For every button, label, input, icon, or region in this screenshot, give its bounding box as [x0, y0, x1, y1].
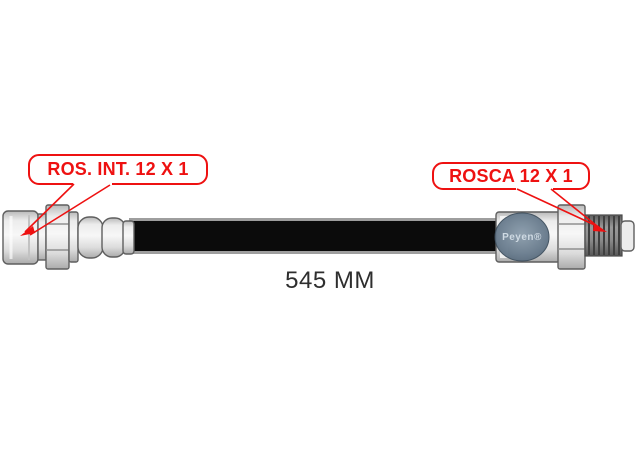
- left-callout-text: ROS. INT. 12 X 1: [47, 159, 189, 179]
- dimension-label: 545 MM: [285, 267, 375, 294]
- brand-badge-label: Peyen®: [502, 232, 542, 243]
- brand-badge: Peyen®: [494, 212, 550, 262]
- hose-body: [129, 218, 499, 254]
- threaded-section: [584, 214, 623, 257]
- left-crimp-collar: [68, 211, 135, 263]
- left-callout-label: ROS. INT. 12 X 1: [28, 154, 208, 185]
- right-fitting: Peyen®: [494, 204, 635, 270]
- right-callout-label: ROSCA 12 X 1: [432, 162, 590, 190]
- right-callout-text: ROSCA 12 X 1: [449, 165, 573, 186]
- left-fitting: [2, 204, 135, 270]
